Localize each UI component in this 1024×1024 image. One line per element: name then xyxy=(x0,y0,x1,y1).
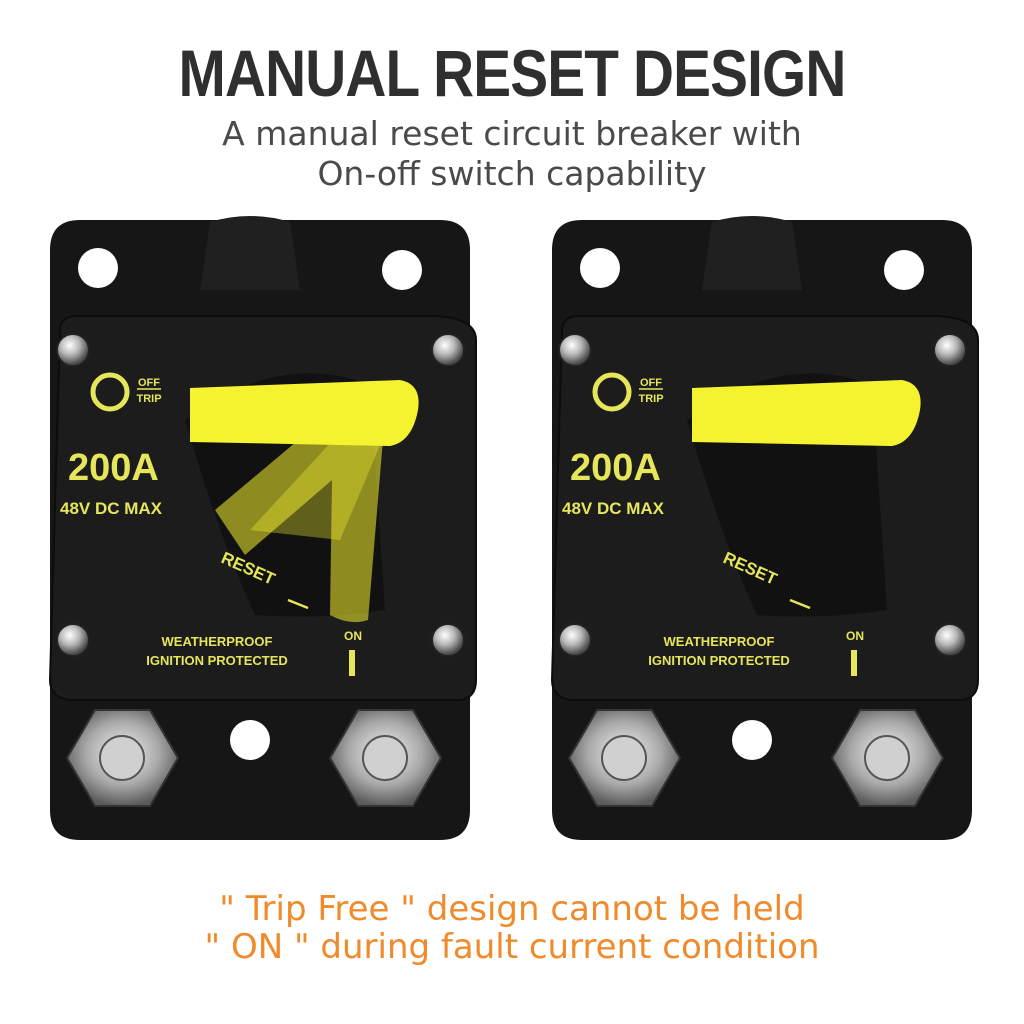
weatherproof-label: WEATHERPROOF xyxy=(664,634,775,649)
screw-icon xyxy=(431,333,465,367)
subtitle-line-2: On-off switch capability xyxy=(317,154,707,193)
amp-rating: 200A xyxy=(570,447,661,489)
yellow-lever xyxy=(190,380,419,446)
screw-icon xyxy=(56,333,90,367)
headline-title: MANUAL RESET DESIGN xyxy=(178,36,847,110)
ignition-protected-label: IGNITION PROTECTED xyxy=(648,653,790,668)
mount-hole-bottom xyxy=(732,720,772,760)
circuit-breaker-right: OFF TRIP 200A 48V DC MAX RESET ON WEATHE… xyxy=(542,210,992,850)
off-circle-icon xyxy=(592,372,632,412)
screw-icon xyxy=(933,333,967,367)
screw-icon xyxy=(558,333,592,367)
subtitle-line-1: A manual reset circuit breaker with xyxy=(222,114,802,153)
screw-icon xyxy=(56,623,90,657)
footer-line-2: " ON " during fault current condition xyxy=(204,927,820,967)
mount-hole-top-right xyxy=(382,250,422,290)
mount-hole-top-left xyxy=(580,248,620,288)
trip-label: TRIP xyxy=(638,393,663,405)
lever-motion-blur xyxy=(215,405,385,623)
on-label: ON xyxy=(344,629,362,643)
weatherproof-label: WEATHERPROOF xyxy=(162,634,273,649)
off-label: OFF xyxy=(138,377,160,389)
footer-caption: " Trip Free " design cannot be held " ON… xyxy=(0,890,1024,966)
yellow-lever xyxy=(692,380,921,446)
mount-hole-top-left xyxy=(78,248,118,288)
off-label: OFF xyxy=(640,377,662,389)
circuit-breaker-left: OFF TRIP 200A 48V DC MAX RESET ON WEATHE… xyxy=(40,210,490,850)
screw-icon xyxy=(558,623,592,657)
on-label: ON xyxy=(846,629,864,643)
screw-icon xyxy=(933,623,967,657)
amp-rating: 200A xyxy=(68,447,159,489)
footer-line-1: " Trip Free " design cannot be held xyxy=(219,889,805,929)
trip-label: TRIP xyxy=(136,393,161,405)
voltage-rating: 48V DC MAX xyxy=(60,499,163,518)
subtitle: A manual reset circuit breaker with On-o… xyxy=(0,114,1024,194)
ignition-protected-label: IGNITION PROTECTED xyxy=(146,653,288,668)
voltage-rating: 48V DC MAX xyxy=(562,499,665,518)
off-circle-icon xyxy=(90,372,130,412)
on-symbol-icon xyxy=(851,650,857,676)
screw-icon xyxy=(431,623,465,657)
mount-hole-bottom xyxy=(230,720,270,760)
on-symbol-icon xyxy=(349,650,355,676)
mount-hole-top-right xyxy=(884,250,924,290)
